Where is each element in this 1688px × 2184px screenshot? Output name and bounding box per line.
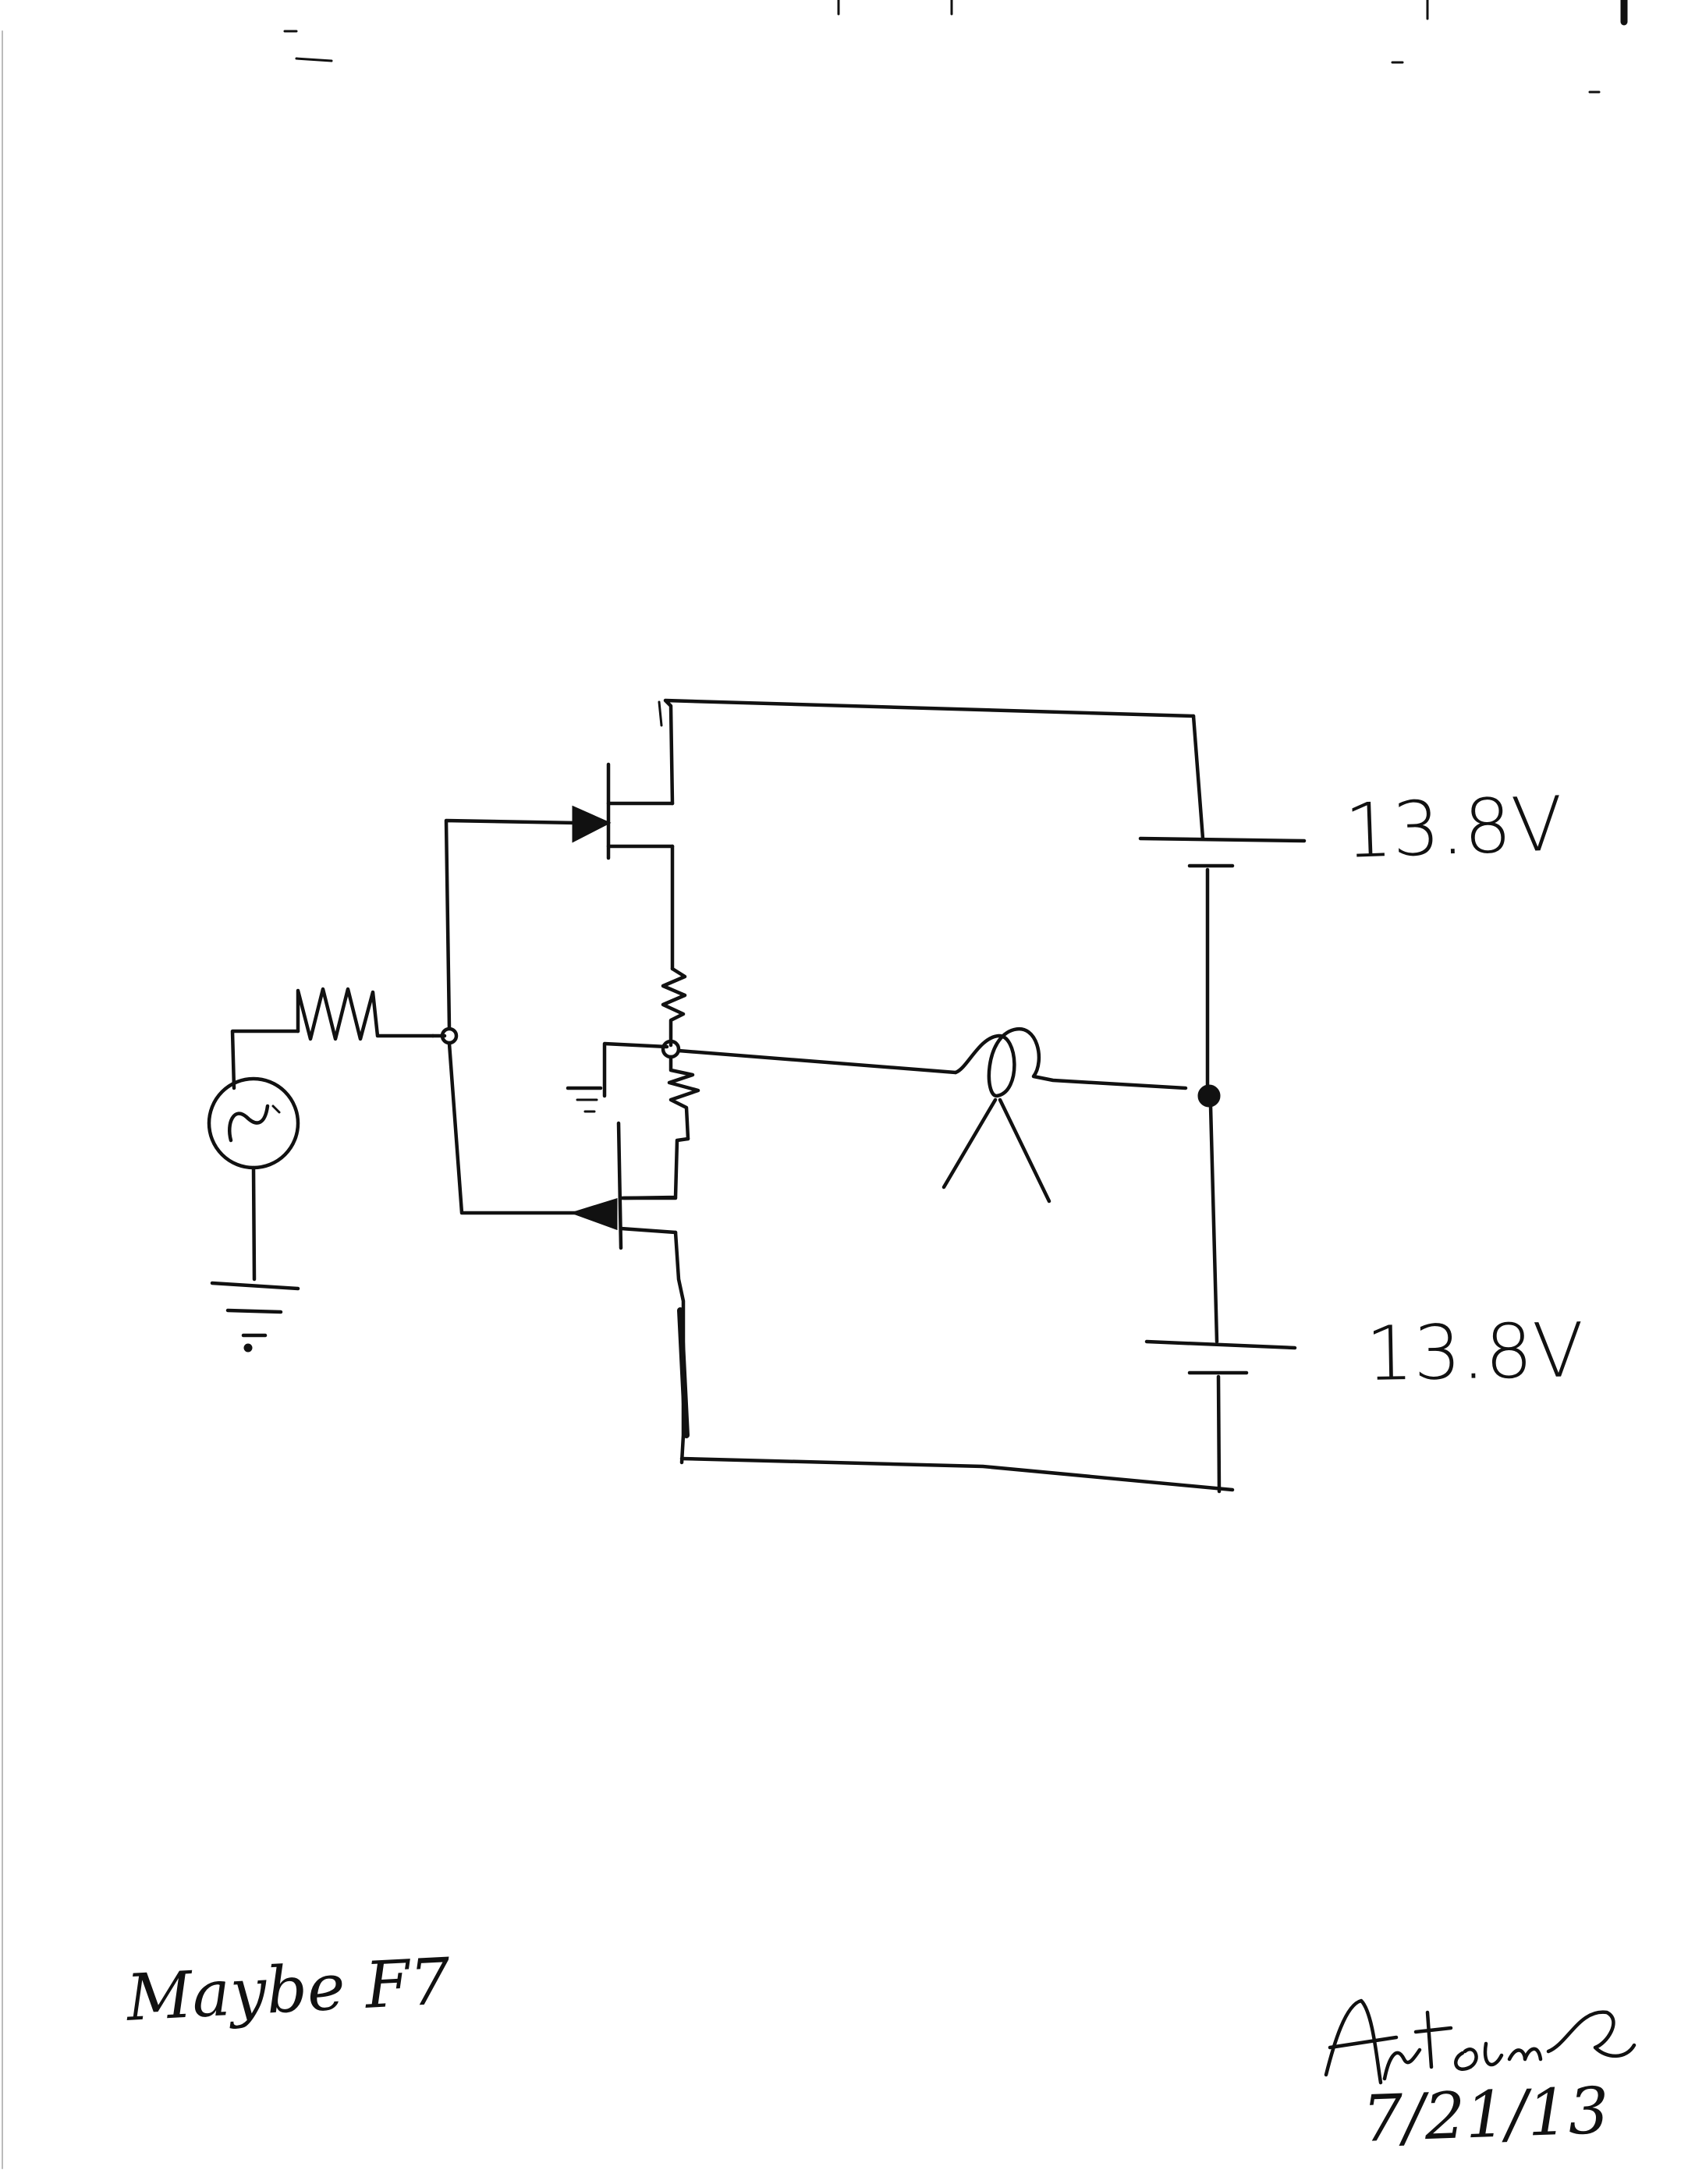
wire-node-to-upper-gate <box>444 818 580 1030</box>
resistor-icon <box>661 966 687 1048</box>
wire-lower-collector <box>622 1136 690 1200</box>
battery-voltage-label-top: 13.8V <box>1343 780 1565 875</box>
signature-date: 7/21/13 <box>1361 2073 1611 2157</box>
junction-dot-icon <box>1197 1084 1221 1108</box>
wire-upper-to-top-rail <box>663 698 1196 806</box>
wire-bottom-rail <box>679 1456 1235 1492</box>
ground-icon <box>210 1281 300 1353</box>
wire-node-to-lower-battery <box>1208 1104 1219 1344</box>
battery-voltage-label-bottom: 13.8V <box>1365 1306 1585 1398</box>
inductor-icon <box>942 1026 1188 1204</box>
wire-mid-to-inductor <box>676 1048 958 1075</box>
resistor-icon <box>667 1055 700 1141</box>
scan-artifacts <box>2 0 1628 2169</box>
wire-lower-to-bottom-rail <box>673 1230 686 1465</box>
battery-icon <box>1144 1339 1297 1375</box>
signature-name <box>1324 1998 1637 2085</box>
transistor-icon <box>569 1121 678 1250</box>
wire-lower-battery-to-rail <box>1216 1374 1222 1494</box>
wire-node-to-lower-gate <box>447 1041 580 1215</box>
transistor-icon <box>572 762 675 860</box>
ac-source-icon <box>207 1076 300 1170</box>
ground-icon <box>566 1086 603 1113</box>
wire-source-to-resistor <box>230 1029 300 1090</box>
wire-top-rail-to-battery <box>1191 714 1205 841</box>
battery-icon <box>1138 836 1307 868</box>
resistor-icon <box>296 987 435 1041</box>
wire-mid-left-branch <box>602 1041 669 1098</box>
